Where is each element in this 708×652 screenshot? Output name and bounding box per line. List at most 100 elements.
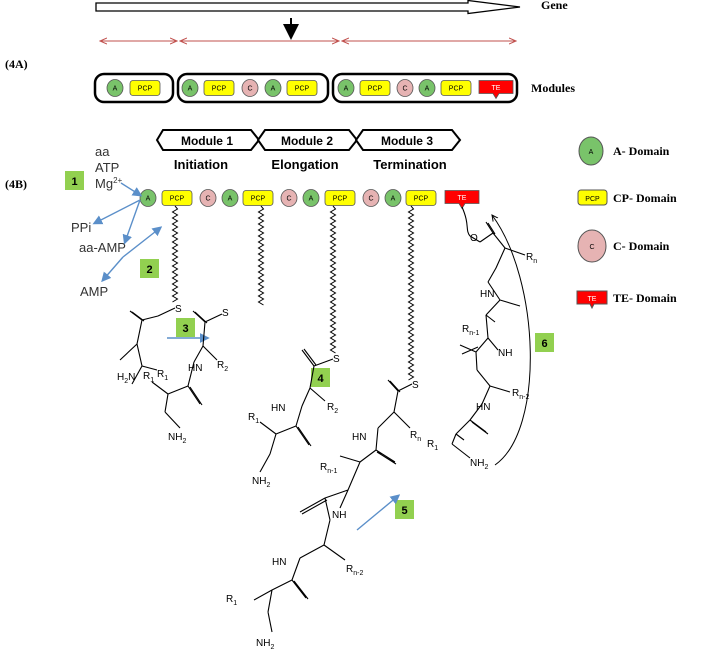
chemical-structures [119,206,526,633]
a-row-c-5-shape [241,79,259,97]
b-row-pcp-2-shape [161,190,193,206]
b-row-pcp-2-label: PCP [170,196,185,203]
nh2-3: NH2 [252,476,270,489]
b-row-pcp-11-label: PCP [414,196,429,203]
legend-a-shape [578,136,604,166]
nh2-2: NH2 [168,432,186,445]
hn-2: HN [188,363,202,374]
rn-4: Rn [410,430,421,443]
step-2-label: 2 [146,264,152,276]
module-1-subtitle: Initiation [174,157,228,172]
o-5: O [470,233,478,244]
b-row-a-7-label: A [309,196,314,203]
reagent-ppi: PPi [71,220,91,235]
nh-5: NH [498,348,512,359]
reagent-amp: AMP [80,284,108,299]
reagents: aa ATP Mg2+ PPi aa-AMP AMP [71,144,126,299]
a-row-a-6-shape [264,79,282,97]
rn2-5: Rn-2 [512,388,529,401]
s-4: S [412,380,419,391]
reagent-atp: ATP [95,160,119,175]
a-row-pcp-7-shape [286,80,318,96]
b-row-te-12-label: TE [458,195,467,202]
legend-a-symbol: A [589,149,594,156]
a-row-pcp-4-label: PCP [212,86,227,93]
module-1-header-box [155,129,261,151]
r1-5: R1 [427,439,438,452]
module-2-title: Module 2 [281,134,333,148]
b-row-a-1-label: A [146,196,151,203]
legend-pcp-label: CP- Domain [613,191,677,205]
s-2: S [222,308,229,319]
step-5-label: 5 [401,505,407,517]
a-row-te-13-shape [478,80,514,100]
step-boxes: 1 2 3 4 5 6 [65,171,554,519]
reagent-arrows [92,182,163,283]
b-row-a-10-label: A [391,196,396,203]
legend-c-label: C- Domain [613,239,670,253]
hn-5: HN [480,289,494,300]
step-1-label: 1 [71,176,77,188]
modules-label: Modules [531,81,575,95]
legend-pcp-symbol: PCP [585,196,600,203]
a-row-c-10-label: C [402,86,407,93]
phosphopantetheine-arms [171,205,415,381]
legend-pcp-shape [577,189,608,206]
b-row-c-6-shape [280,189,298,207]
legend-c-shape [577,229,607,263]
hn-3: HN [271,403,285,414]
step-4-label: 4 [317,373,324,385]
reagent-mg: Mg2+ [95,176,123,191]
step-5-arrow [356,494,401,531]
a-row-pcp-12-label: PCP [449,86,464,93]
rn-5: Rn [526,252,537,265]
step-5-box [395,500,414,519]
cyclization-arrow [492,215,531,466]
s-1: S [175,304,182,315]
b-row-pcp-11-shape [405,190,437,206]
a-row-a-1-shape [106,79,124,97]
a-row-a-8-shape [337,79,355,97]
a-row-pcp-4-shape [203,80,235,96]
step-3-box [176,318,195,337]
a-row-te-13-label: TE [492,85,501,92]
a-row-a-8-label: A [344,86,349,93]
a-row-pcp-9-label: PCP [368,86,383,93]
step-6-box [535,333,554,352]
rn1-5: Rn-1 [462,324,479,337]
step-3-label: 3 [182,323,188,335]
legend-te-shape [576,290,608,310]
legend-a-label: A- Domain [613,144,670,158]
hn-5b: HN [476,402,490,413]
hn-4: HN [352,432,366,443]
reagent-aa-amp: aa-AMP [79,240,126,255]
legend-c-symbol: C [589,244,594,251]
step-4-box [311,368,330,387]
rn2-4: Rn-2 [346,564,363,577]
module-3-header-box [354,129,462,151]
b-row-pcp-5-shape [242,190,274,206]
b-row-c-6-label: C [286,196,291,203]
b-row-te-12-shape [444,190,480,210]
legend-te-label: TE- Domain [613,291,677,305]
legend-te-symbol: TE [588,296,597,303]
a-row-pcp-9-shape [359,80,391,96]
module-1-title: Module 1 [181,134,233,148]
a-row-pcp-7-label: PCP [295,86,310,93]
b-row-c-3-shape [199,189,217,207]
a-row-a-3-shape [181,79,199,97]
r1-2: R1 [143,371,154,384]
a-row-a-11-label: A [425,86,430,93]
h2n-1: H2N [117,372,135,385]
r1-3: R1 [248,412,259,425]
module-3-title: Module 3 [381,134,433,148]
r2-3: R2 [327,402,338,415]
module-3-subtitle: Termination [373,157,446,172]
b-row-a-10-shape [384,189,402,207]
r2-2: R2 [217,360,228,373]
module-2-subtitle: Elongation [271,157,338,172]
a-row-pcp-2-shape [129,80,161,96]
b-row-a-4-shape [221,189,239,207]
a-row-a-3-label: A [188,86,193,93]
